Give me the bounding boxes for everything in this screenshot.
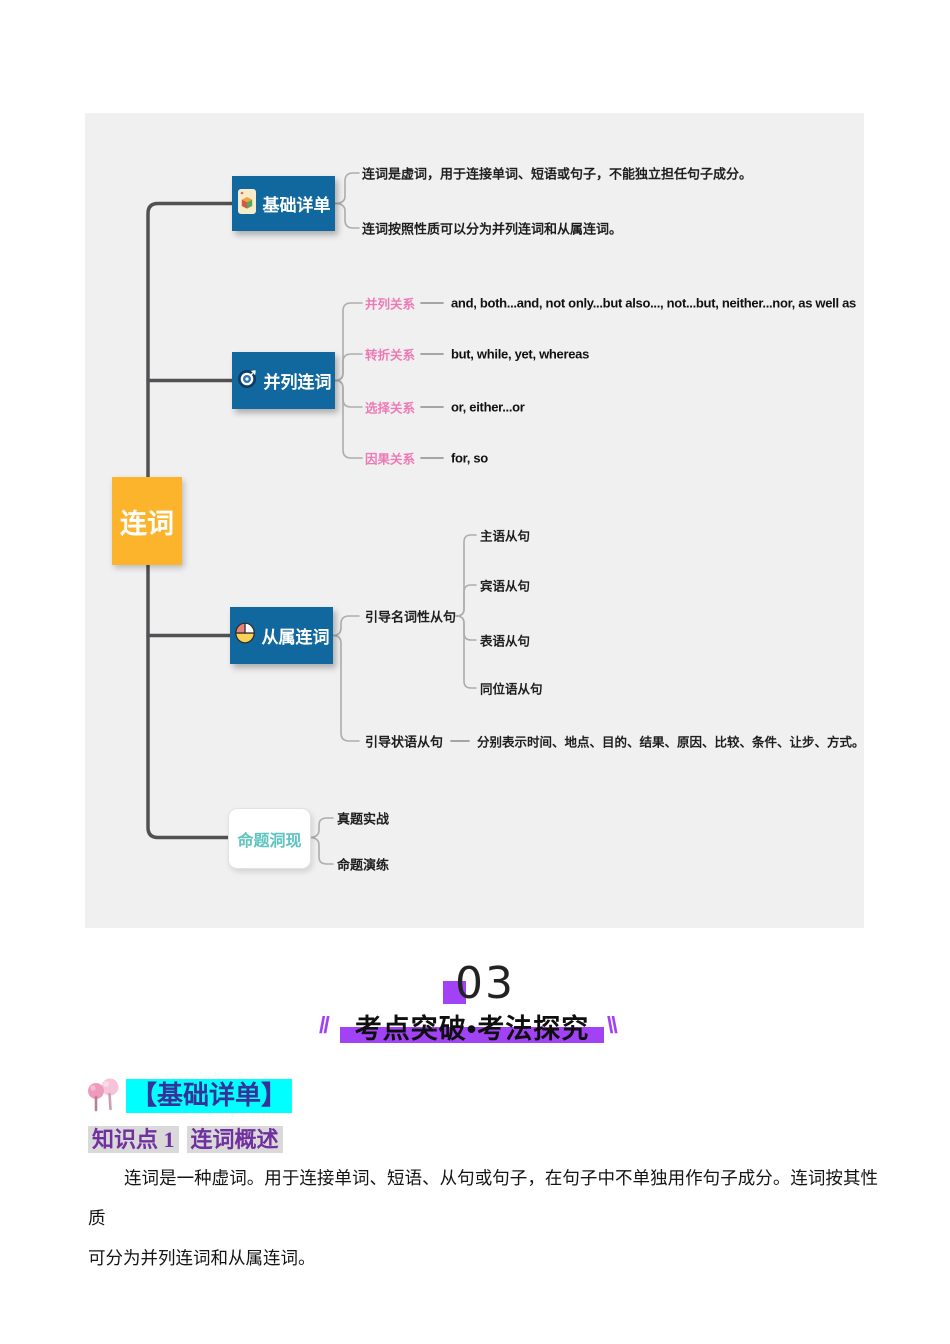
relation-label: 转折关系 (365, 348, 416, 363)
basics-point: 连词按照性质可以分为并列连词和从属连词。 (362, 221, 623, 237)
trees-icon (86, 1076, 122, 1118)
card-cube-icon (237, 188, 257, 220)
section-title: 考点突破•考法探究 (354, 1014, 590, 1044)
mindmap-root-node: 连词 (112, 477, 182, 565)
pie-chart-icon (234, 622, 256, 649)
node-subordinating-label: 从属连词 (261, 628, 330, 647)
target-icon (236, 367, 258, 394)
basics-point: 连词是虚词，用于连接单词、短语或句子，不能独立担任句子成分。 (362, 166, 753, 182)
paragraph-line: 连词是一种虚词。用于连接单词、短语、从句或句子，在句子中不单独用作句子成分。连词… (88, 1168, 878, 1228)
noun-clause-branch-label: 引导名词性从句 (365, 609, 457, 625)
node-exam-label: 命题洞现 (237, 832, 302, 850)
clause-type: 宾语从句 (480, 579, 531, 594)
topic-row: 知识点 1 连词概述 (88, 1126, 283, 1154)
relation-words: or, either...or (451, 399, 525, 415)
exam-child: 真题实战 (337, 811, 390, 827)
section-title-highlight-bar (340, 1027, 604, 1043)
node-coordinating-label: 并列连词 (263, 373, 332, 392)
relation-words: for, so (451, 450, 488, 466)
root-label: 连词 (120, 508, 174, 539)
mindmap-node-basics: 基础详单 (232, 176, 335, 231)
mindmap-node-coordinating: 并列连词 (232, 352, 335, 409)
clause-type: 表语从句 (480, 634, 531, 649)
relation-words: but, while, yet, whereas (451, 346, 590, 362)
section-left-slashes: // (319, 1012, 330, 1038)
exam-child: 命题演练 (337, 857, 390, 873)
paragraph-line: 可分为并列连词和从属连词。 (88, 1248, 316, 1268)
node-basics-label: 基础详单 (262, 196, 331, 215)
adverbial-desc: 分别表示时间、地点、目的、结果、原因、比较、条件、让步、方式。 (477, 735, 865, 750)
mindmap-node-subordinating: 从属连词 (230, 607, 333, 664)
relation-words: and, both...and, not only...but also...,… (451, 295, 856, 311)
adverbial-branch-label: 引导状语从句 (365, 734, 444, 750)
clause-type: 主语从句 (480, 529, 531, 544)
mindmap-panel: 连词 基础详单 (85, 113, 865, 928)
clause-type: 同位语从句 (480, 682, 543, 697)
body-paragraph: 连词是一种虚词。用于连接单词、短语、从句或句子，在句子中不单独用作句子成分。连词… (88, 1158, 878, 1278)
relation-label: 因果关系 (365, 452, 416, 467)
basics-heading: 【基础详单】 (126, 1079, 293, 1113)
relation-label: 选择关系 (365, 401, 416, 416)
topic-label: 知识点 1 (88, 1126, 179, 1153)
section-number: 03 (455, 958, 515, 1009)
section-number-square (443, 981, 466, 1004)
relation-label: 并列关系 (365, 297, 416, 312)
section-right-slashes: \\ (607, 1012, 618, 1038)
mindmap-node-exam: 命题洞现 (228, 808, 311, 869)
topic-title: 连词概述 (186, 1126, 283, 1153)
